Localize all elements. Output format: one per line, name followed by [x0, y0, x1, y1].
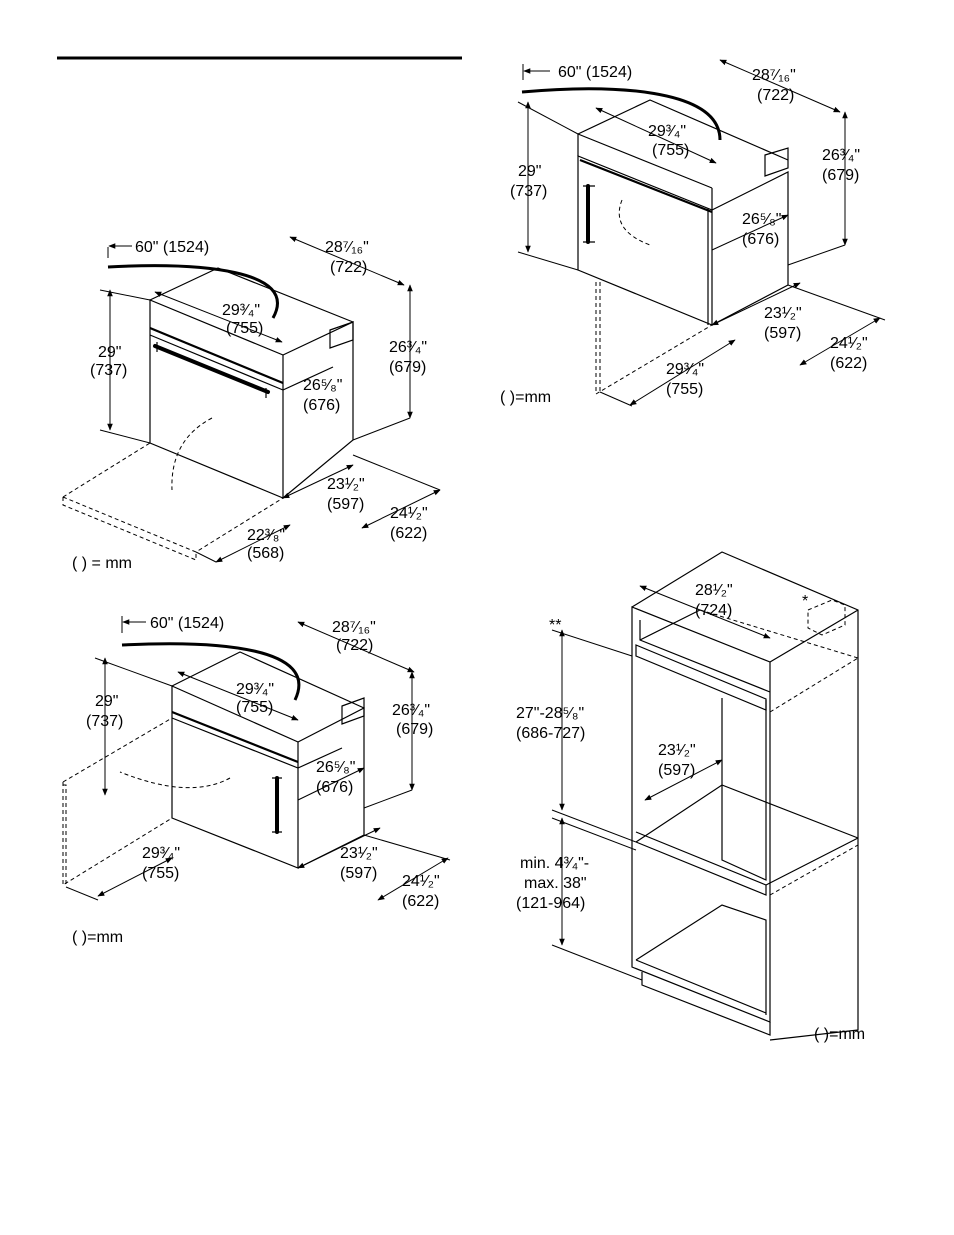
unit-note: ( )=mm: [814, 1026, 865, 1043]
dim-depth-total: 28⁷⁄₁₆": [332, 619, 376, 636]
svg-text:(676): (676): [303, 397, 340, 414]
dim-width: 29³⁄₄": [648, 123, 686, 140]
dim-inner-height: 26⁵⁄₈": [316, 759, 355, 776]
svg-text:(679): (679): [389, 359, 426, 376]
svg-text:(622): (622): [390, 525, 427, 542]
dim-width: 29³⁄₄": [236, 681, 274, 698]
door-handle-icon: [153, 344, 270, 394]
svg-text:(597): (597): [658, 762, 695, 779]
dim-cutout-depth: 23¹⁄₂": [658, 742, 696, 759]
svg-text:(755): (755): [142, 865, 179, 882]
dim-height: 29": [98, 344, 121, 361]
open-door-outline: [595, 282, 713, 395]
outlet-box: [807, 599, 846, 636]
dim-depth-total: 28⁷⁄₁₆": [752, 67, 796, 84]
lower-shelf: [635, 831, 767, 896]
upper-shelf: [635, 644, 767, 711]
dim-height: 29": [518, 163, 541, 180]
dim-height: 29": [95, 693, 118, 710]
dim-cutout-height: 27"-28⁵⁄₈": [516, 705, 584, 722]
dim-floor-height: min. 4³⁄₄"-: [520, 855, 589, 872]
dim-side-height: 26³⁄₄": [389, 339, 427, 356]
dim-body-depth: 23¹⁄₂": [764, 305, 802, 322]
svg-text:(686-727): (686-727): [516, 725, 585, 742]
svg-text:(722): (722): [330, 259, 367, 276]
unit-note: ( ) = mm: [72, 555, 132, 572]
svg-text:(755): (755): [666, 381, 703, 398]
svg-text:(679): (679): [822, 167, 859, 184]
dim-door-width: 29³⁄₄": [666, 361, 704, 378]
svg-text:(737): (737): [510, 183, 547, 200]
svg-text:(121-964): (121-964): [516, 895, 585, 912]
oven-top: [149, 267, 354, 323]
star-note-single: *: [802, 593, 808, 610]
svg-text:(755): (755): [652, 142, 689, 159]
unit-note: ( )=mm: [500, 389, 551, 406]
dim-depth: 24¹⁄₂": [402, 873, 440, 890]
svg-text:(724): (724): [695, 602, 732, 619]
svg-text:(737): (737): [86, 713, 123, 730]
svg-text:(679): (679): [396, 721, 433, 738]
svg-text:(597): (597): [327, 496, 364, 513]
dim-inner-height: 26⁵⁄₈": [742, 211, 781, 228]
svg-text:(622): (622): [830, 355, 867, 372]
dim-inner-height: 26⁵⁄₈": [303, 377, 342, 394]
oven-front: [171, 685, 299, 869]
cabinet-outline: [631, 551, 859, 1041]
svg-text:(676): (676): [742, 231, 779, 248]
dim-body-depth: 23¹⁄₂": [327, 476, 365, 493]
svg-text:(722): (722): [757, 87, 794, 104]
dim-body-depth: 23¹⁄₂": [340, 845, 378, 862]
dim-door-width: 29³⁄₄": [142, 845, 180, 862]
dim-width: 29³⁄₄": [222, 302, 260, 319]
figure-side-door-right: 60" (1524) 28⁷⁄₁₆" (722) 29³⁄₄" (755) 29…: [500, 59, 886, 407]
dim-cord-length: 60" (1524): [150, 615, 224, 632]
vent-block: [341, 697, 365, 725]
oven-side: [711, 171, 789, 326]
figure-cabinet-cutout: * 28¹⁄₂" (724) ** 27"-28⁵⁄₈" (686-727) 2…: [516, 551, 865, 1043]
svg-text:(755): (755): [226, 320, 263, 337]
dim-depth-total: 28⁷⁄₁₆": [325, 239, 369, 256]
svg-text:(597): (597): [340, 865, 377, 882]
dim-cord-length: 60" (1524): [558, 64, 632, 81]
dim-side-height: 26³⁄₄": [822, 147, 860, 164]
dim-depth: 24¹⁄₂": [390, 505, 428, 522]
dim-depth: 24¹⁄₂": [830, 335, 868, 352]
svg-text:(597): (597): [764, 325, 801, 342]
dim-side-height: 26³⁄₄": [392, 702, 430, 719]
open-door-outline: [62, 717, 173, 887]
unit-note: ( )=mm: [72, 929, 123, 946]
dim-door-open: 22³⁄₈": [247, 527, 285, 544]
cabinet-front: [631, 606, 771, 1023]
figure-dropdown-door: 60" (1524) 28⁷⁄₁₆" (722) 29³⁄₄" (755) 29…: [62, 236, 441, 572]
dim-cabinet-width: 28¹⁄₂": [695, 582, 733, 599]
figure-side-door-left: 60" (1524) 28⁷⁄₁₆" (722) 29³⁄₄" (755) 29…: [62, 615, 451, 946]
vent-block: [764, 147, 789, 177]
svg-text:max. 38": max. 38": [524, 875, 587, 892]
svg-text:(722): (722): [336, 637, 373, 654]
svg-text:(755): (755): [236, 699, 273, 716]
svg-text:(737): (737): [90, 362, 127, 379]
svg-text:(568): (568): [247, 545, 284, 562]
door-swing-arc: [618, 199, 651, 246]
door-swing-arc: [119, 771, 231, 789]
vent-block: [329, 321, 354, 349]
dim-cord-length: 60" (1524): [135, 239, 209, 256]
svg-text:(622): (622): [402, 893, 439, 910]
door-swing-arc: [171, 417, 213, 491]
power-cord: [521, 87, 722, 141]
oven-front: [577, 155, 713, 326]
svg-text:(676): (676): [316, 779, 353, 796]
